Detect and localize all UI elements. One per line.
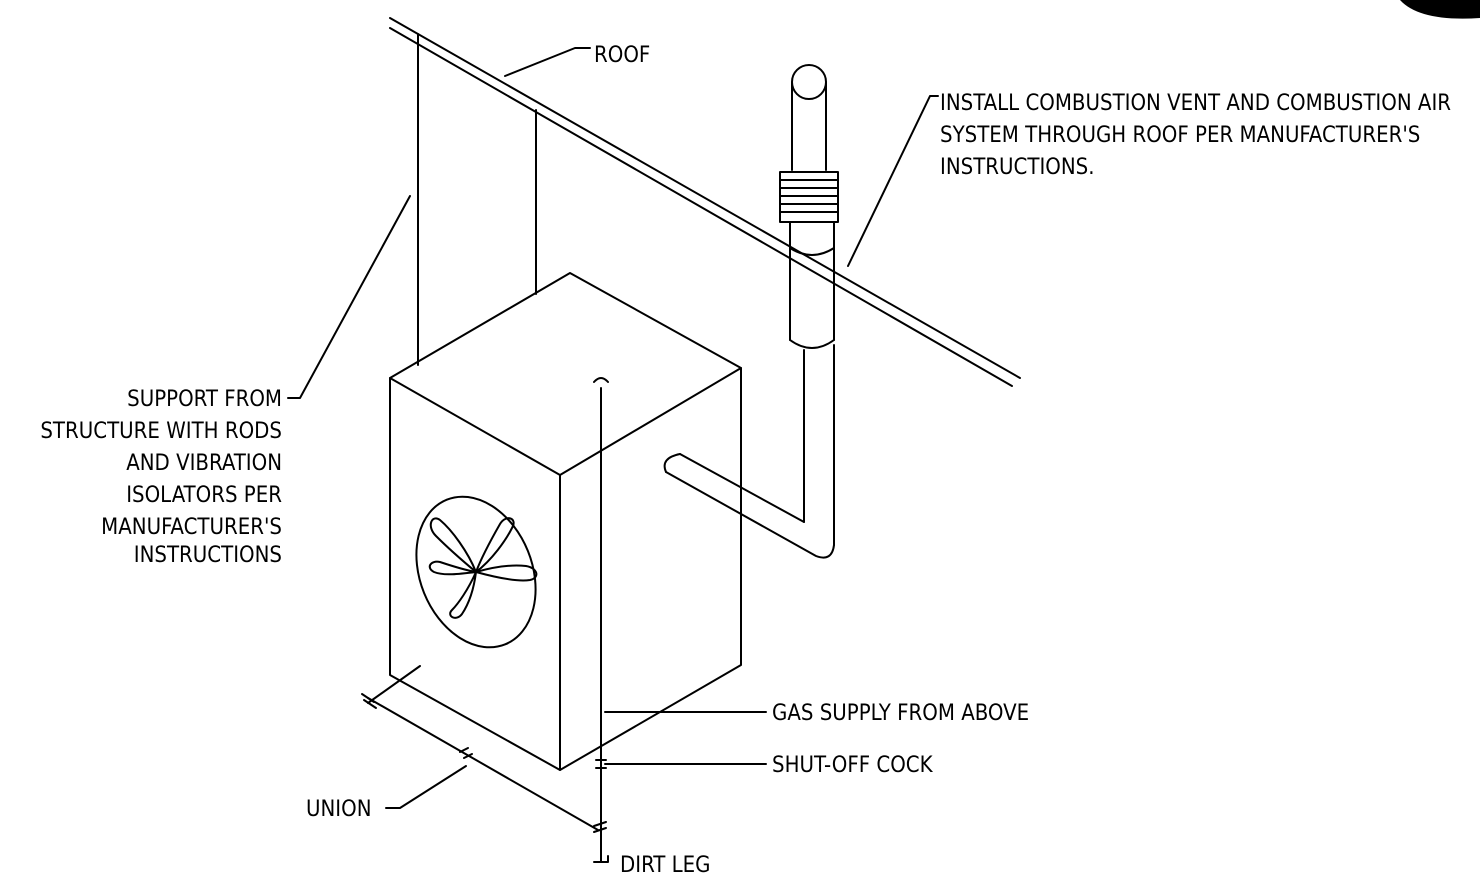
shutoff-cock-label: SHUT-OFF COCK	[772, 753, 934, 778]
heater-unit	[389, 272, 742, 771]
leader-lines	[287, 47, 939, 809]
roof	[389, 17, 1021, 387]
roof-label: ROOF	[594, 43, 650, 68]
vent-note-line3: INSTRUCTIONS.	[940, 155, 1095, 180]
union-label: UNION	[306, 797, 372, 822]
vent-note-line2: SYSTEM THROUGH ROOF PER MANUFACTURER'S	[940, 123, 1420, 148]
support-note-line2: STRUCTURE WITH RODS	[40, 419, 282, 444]
union-line	[361, 665, 599, 831]
support-note-line1: SUPPORT FROM	[127, 387, 282, 412]
dirt-leg-label: DIRT LEG	[620, 853, 710, 876]
support-note-line3: AND VIBRATION	[126, 451, 282, 476]
support-note-line6: INSTRUCTIONS	[134, 543, 282, 568]
support-note-line5: MANUFACTURER'S	[101, 515, 282, 540]
combustion-vent	[663, 64, 839, 559]
support-note-line4: ISOLATORS PER	[126, 483, 282, 508]
fan-icon	[415, 495, 538, 649]
vent-note-line1: INSTALL COMBUSTION VENT AND COMBUSTION A…	[940, 91, 1451, 116]
gas-piping	[593, 377, 609, 863]
gas-supply-label: GAS SUPPLY FROM ABOVE	[772, 701, 1029, 726]
hanger-rods	[417, 33, 537, 366]
corner-mark	[1400, 0, 1480, 19]
